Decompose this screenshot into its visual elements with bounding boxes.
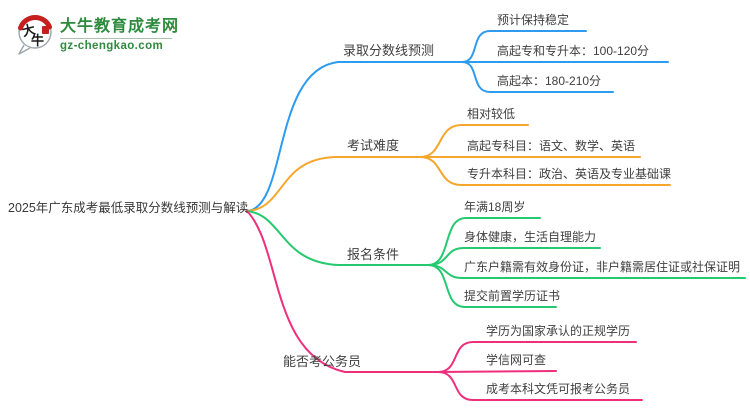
child-label: 学历为国家承认的正规学历 — [486, 324, 631, 338]
branch-main-line — [246, 210, 439, 373]
site-logo[interactable]: 大 牛 大牛教育成考网 gz-chengkao.com — [14, 13, 179, 57]
child-label: 学信网可查 — [486, 353, 547, 367]
child-underline — [437, 370, 557, 373]
branch-label-civil-service: 能否考公务员 — [283, 354, 362, 369]
child-label: 预计保持稳定 — [497, 13, 570, 27]
central-topic: 2025年广东成考最低录取分数线预测与解读 — [8, 201, 249, 215]
logo-domain: gz-chengkao.com — [60, 39, 164, 52]
branch-label-requirements: 报名条件 — [347, 247, 400, 262]
branch-lines-civil-service — [246, 210, 643, 401]
child-label: 年满18周岁 — [464, 200, 526, 214]
branch-main-line — [246, 156, 421, 212]
branch-main-line — [246, 210, 429, 266]
logo-char-niu: 牛 — [31, 33, 44, 48]
child-label: 高起专科目：语文、数学、英语 — [467, 139, 636, 153]
child-underline — [427, 264, 557, 308]
branch-main-line — [246, 61, 463, 212]
child-label: 相对较低 — [467, 107, 516, 121]
logo-char-da: 大 — [20, 22, 36, 40]
logo-divider — [60, 37, 172, 39]
child-label: 高起本：180-210分 — [497, 74, 602, 88]
child-underline — [427, 247, 601, 266]
logo-text-block: 大牛教育成考网 gz-chengkao.com — [60, 13, 179, 52]
logo-seal-icon — [42, 26, 49, 34]
child-underline — [461, 30, 587, 63]
branch-lines-scores — [246, 30, 669, 212]
child-underline — [461, 61, 614, 93]
branch-label-difficulty: 考试难度 — [347, 138, 400, 153]
branch-lines-requirements — [246, 210, 746, 308]
branch-label-scores: 录取分数线预测 — [343, 43, 435, 58]
child-label: 广东户籍需有效身份证，非户籍需居住证或社保证明 — [464, 260, 741, 274]
child-label: 提交前置学历证书 — [464, 289, 561, 303]
child-label: 专升本科目：政治、英语及专业基础课 — [467, 167, 672, 181]
logo-title: 大牛教育成考网 — [60, 18, 180, 35]
child-label: 高起专和专升本：100-120分 — [497, 44, 650, 58]
child-underline — [437, 371, 643, 401]
logo-red-arc — [18, 14, 52, 31]
child-label: 身体健康，生活自理能力 — [464, 230, 597, 244]
branch-lines-difficulty — [246, 124, 671, 212]
child-underline — [419, 156, 671, 186]
logo-bull-icon: 大 牛 — [18, 14, 52, 55]
child-label: 成考本科文凭可报考公务员 — [486, 382, 631, 396]
child-underline — [427, 217, 541, 266]
child-underline — [419, 124, 529, 158]
